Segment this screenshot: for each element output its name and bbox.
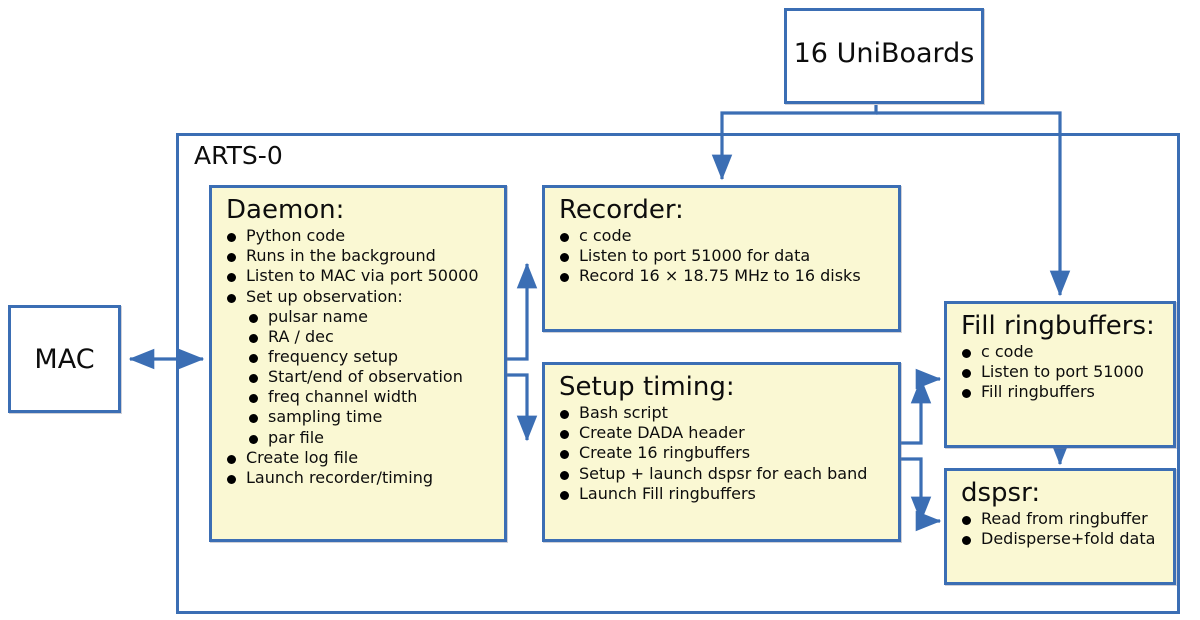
bullet-item: Setup + launch dspsr for each band [559, 464, 892, 484]
bullet-item: Read from ringbuffer [961, 509, 1167, 529]
arts0-label: ARTS-0 [194, 141, 283, 170]
node-mac[interactable]: MAC [8, 305, 121, 413]
recorder-title: Recorder: [559, 195, 684, 225]
bullet-item: par file [226, 428, 498, 448]
bullet-item: c code [961, 342, 1167, 362]
bullet-item: Listen to port 51000 for data [559, 246, 892, 266]
uniboards-title: 16 UniBoards [793, 38, 975, 69]
bullet-item: Create log file [226, 448, 498, 468]
bullet-item: Listen to port 51000 [961, 362, 1167, 382]
bullet-item: Launch Fill ringbuffers [559, 484, 892, 504]
dspsr-title: dspsr: [961, 478, 1041, 508]
bullet-item: sampling time [226, 407, 498, 427]
bullet-item: Create 16 ringbuffers [559, 443, 892, 463]
bullet-item: Fill ringbuffers [961, 382, 1167, 402]
bullet-item: Dedisperse+fold data [961, 529, 1167, 549]
bullet-item: Bash script [559, 403, 892, 423]
bullet-item: RA / dec [226, 327, 498, 347]
bullet-item: freq channel width [226, 387, 498, 407]
bullet-item: Create DADA header [559, 423, 892, 443]
mac-title: MAC [34, 344, 95, 375]
bullet-item: Record 16 × 18.75 MHz to 16 disks [559, 266, 892, 286]
bullet-item: pulsar name [226, 307, 498, 327]
bullet-item: Start/end of observation [226, 367, 498, 387]
bullet-item: Set up observation: [226, 287, 498, 307]
arts0-container [176, 133, 1180, 614]
bullet-item: frequency setup [226, 347, 498, 367]
node-uniboards[interactable]: 16 UniBoards [784, 8, 984, 104]
bullet-item: Runs in the background [226, 246, 498, 266]
fill-ringbuffers-title: Fill ringbuffers: [961, 311, 1155, 341]
daemon-title: Daemon: [226, 195, 345, 225]
bullet-item: c code [559, 226, 892, 246]
bullet-item: Listen to MAC via port 50000 [226, 266, 498, 286]
setup-timing-title: Setup timing: [559, 372, 735, 402]
bullet-item: Launch recorder/timing [226, 468, 498, 488]
bullet-item: Python code [226, 226, 498, 246]
